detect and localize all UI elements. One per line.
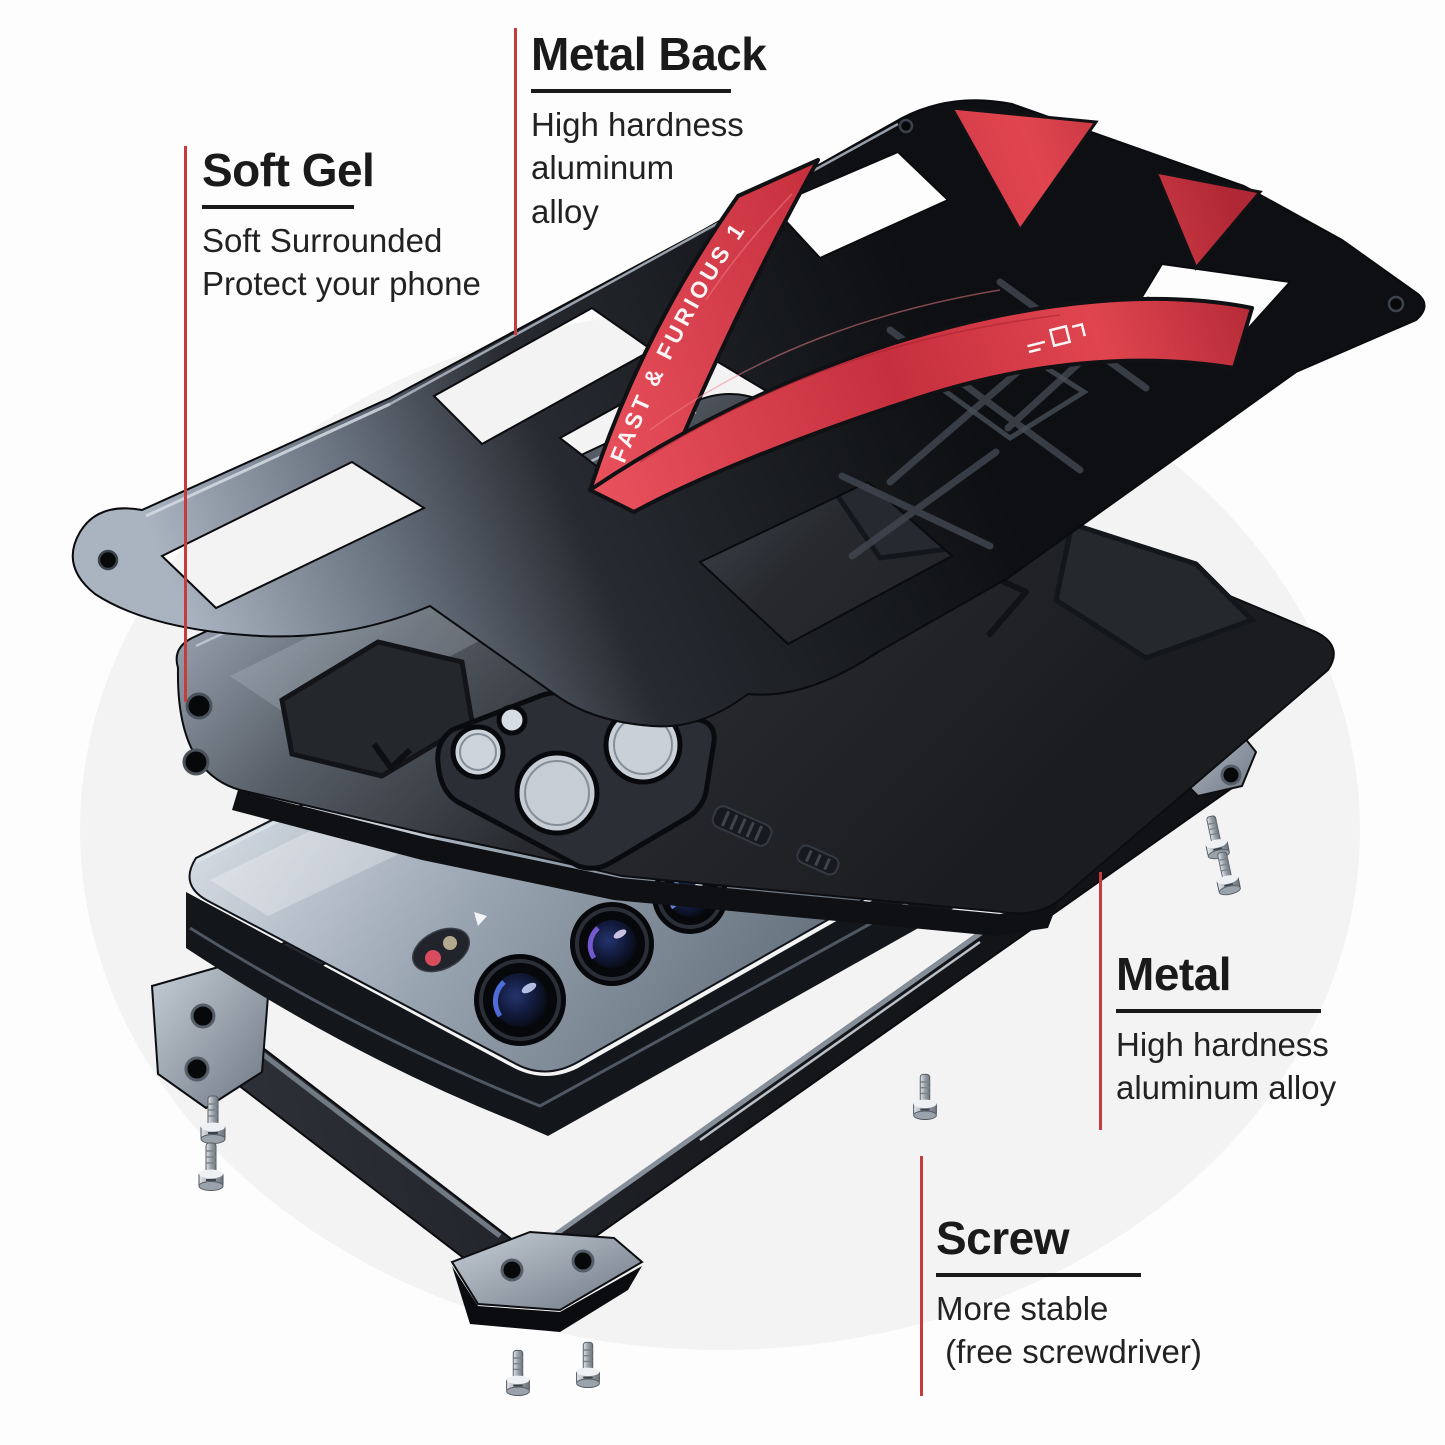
callout-soft-gel-rule xyxy=(202,204,354,209)
gel-case-camera-cutout xyxy=(435,689,717,871)
callout-metal-back-desc: High hardness xyxy=(531,105,744,143)
phone-notch-mark xyxy=(474,912,487,926)
callout-soft-gel: Soft Gel Soft Surrounded Protect your ph… xyxy=(202,144,522,306)
phone-camera-lens xyxy=(474,954,566,1046)
screw-item xyxy=(200,1095,226,1144)
callout-soft-gel-title: Soft Gel xyxy=(202,144,375,196)
callout-line-screw xyxy=(920,1156,923,1396)
gel-case-screw-hole xyxy=(185,692,213,720)
callout-metal-desc: High hardness xyxy=(1116,1025,1329,1063)
gel-case-side xyxy=(232,790,1058,936)
red-triangle-accent xyxy=(1153,169,1263,271)
screw-item xyxy=(506,1349,530,1397)
screw-item xyxy=(913,1073,937,1121)
gel-case-panel xyxy=(1053,520,1257,661)
x-frame-screw-hole xyxy=(898,118,914,134)
screw-item xyxy=(1216,851,1241,896)
x-frame-screw-hole xyxy=(1387,295,1405,313)
metal-back-layer: FAST & FURIOUS 1 xyxy=(71,99,1426,728)
callout-screw: Screw More stable (free screwdriver) xyxy=(936,1212,1236,1374)
gel-case-screw-hole xyxy=(182,748,210,776)
callout-line-soft-gel xyxy=(184,146,187,702)
frame-corner-bottom xyxy=(450,1230,644,1332)
phone-flash xyxy=(412,927,470,973)
callout-screw-title: Screw xyxy=(936,1212,1070,1264)
gel-case-button xyxy=(796,844,840,876)
x-frame-screw-hole xyxy=(97,549,119,571)
callout-metal: Metal High hardness aluminum alloy xyxy=(1116,948,1376,1110)
gel-case-button xyxy=(711,805,773,847)
callout-metal-back-title: Metal Back xyxy=(531,28,767,80)
callout-screw-desc: More stable xyxy=(936,1289,1109,1327)
callout-soft-gel-desc: Protect your phone xyxy=(202,265,481,303)
screws xyxy=(198,815,1241,1397)
callout-metal-back: Metal Back High hardness aluminum alloy xyxy=(531,28,801,233)
callout-soft-gel-desc: Soft Surrounded xyxy=(202,221,443,259)
callout-screw-rule xyxy=(936,1272,1141,1277)
callout-metal-back-rule xyxy=(531,88,731,93)
screw-item xyxy=(198,1142,224,1191)
frame-rail-highlight xyxy=(250,1044,502,1238)
callout-line-metal xyxy=(1099,872,1102,1130)
red-triangle-accent xyxy=(949,106,1099,233)
callout-metal-rule xyxy=(1116,1008,1321,1013)
phone-camera-lens xyxy=(570,902,654,986)
callout-metal-desc: aluminum alloy xyxy=(1116,1069,1337,1107)
callout-metal-back-desc: aluminum xyxy=(531,149,675,187)
frame-corner-left xyxy=(150,960,270,1110)
maker-logo-icon xyxy=(1027,322,1086,354)
callout-screw-desc: (free screwdriver) xyxy=(936,1333,1202,1371)
callout-line-metal-back xyxy=(514,28,517,335)
screw-item xyxy=(576,1341,600,1389)
frame-rail-glint xyxy=(699,940,981,1142)
phone-side-stripe xyxy=(189,816,1063,1108)
callout-metal-back-desc: alloy xyxy=(531,192,599,230)
gel-case-chevron xyxy=(371,742,413,771)
callout-metal-title: Metal xyxy=(1116,948,1232,1000)
